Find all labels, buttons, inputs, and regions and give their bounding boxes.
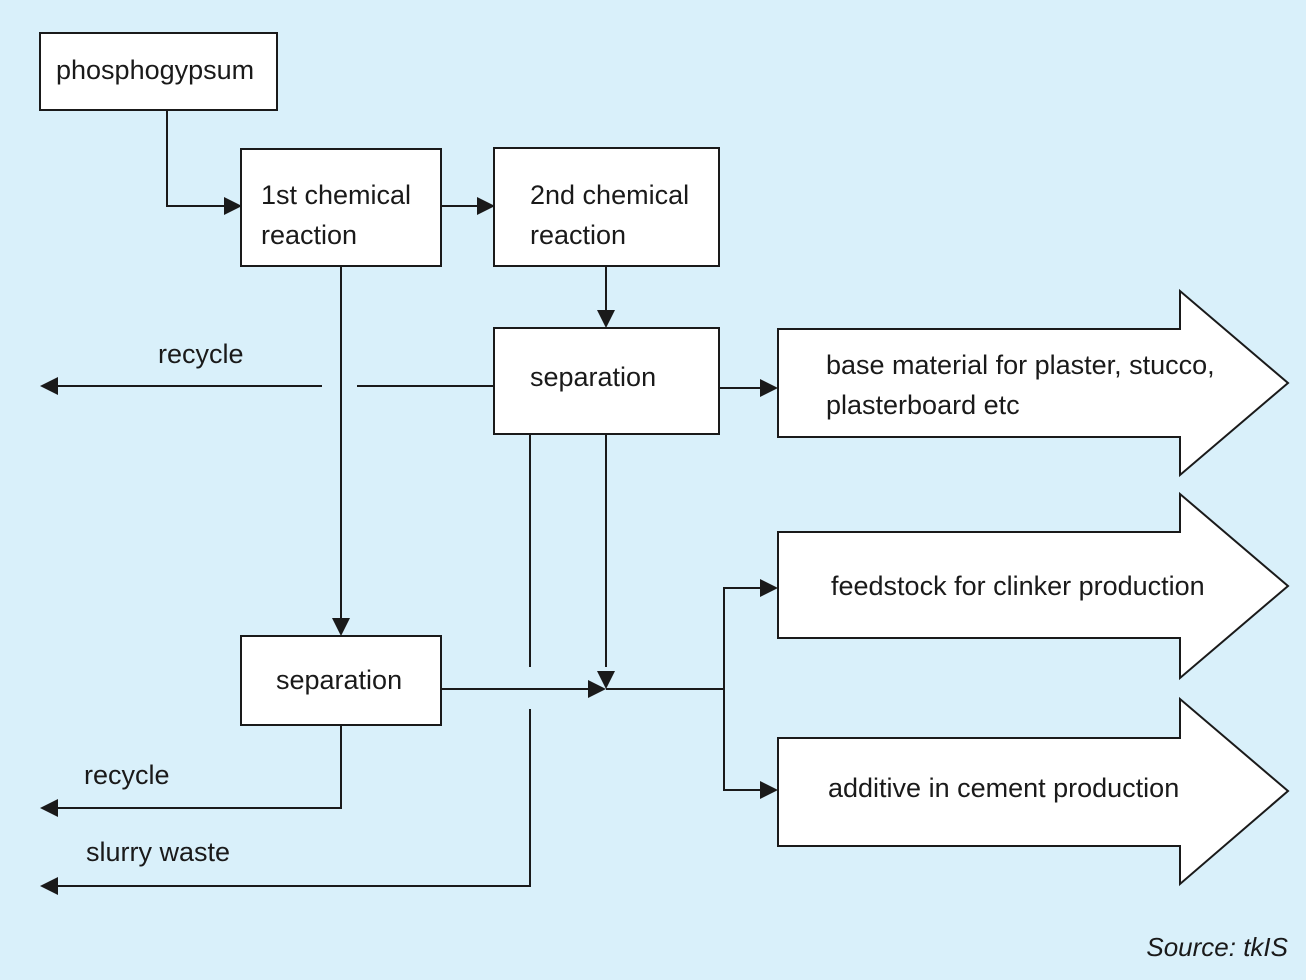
arrowhead-reaction2-in bbox=[477, 197, 495, 215]
connector-slurry-waste bbox=[55, 709, 531, 887]
label-recycle-upper: recycle bbox=[158, 339, 244, 369]
connector-recycle-lower bbox=[55, 725, 342, 809]
node-reaction1-line1: 1st chemical bbox=[261, 180, 411, 210]
arrowheads bbox=[40, 197, 778, 895]
output-feedstock-label: feedstock for clinker production bbox=[831, 571, 1205, 601]
connector-lines bbox=[55, 110, 768, 887]
output-base-material-line2: plasterboard etc bbox=[826, 390, 1020, 420]
label-slurry-waste: slurry waste bbox=[86, 837, 230, 867]
connector-split-outputs bbox=[723, 587, 768, 791]
output-additive-label: additive in cement production bbox=[828, 773, 1179, 803]
arrowhead-slurry-waste bbox=[40, 877, 58, 895]
label-recycle-lower: recycle bbox=[84, 760, 170, 790]
node-separation-lower-label: separation bbox=[276, 665, 402, 695]
arrowhead-separation-upper-in bbox=[597, 310, 615, 328]
node-separation-upper-label: separation bbox=[530, 362, 656, 392]
arrowhead-recycle-lower bbox=[40, 799, 58, 817]
connector-phosphogypsum-reaction1 bbox=[166, 110, 232, 207]
output-arrow-feedstock: feedstock for clinker production bbox=[777, 491, 1290, 681]
arrowhead-merge-right bbox=[588, 680, 606, 698]
output-arrow-additive: additive in cement production bbox=[777, 696, 1290, 887]
arrowhead-recycle-upper bbox=[40, 377, 58, 395]
source-credit: Source: tkIS bbox=[1146, 932, 1288, 962]
node-separation-lower: separation bbox=[240, 635, 442, 726]
node-reaction2-line2: reaction bbox=[530, 220, 626, 250]
arrowhead-base-material-in bbox=[760, 379, 778, 397]
node-phosphogypsum-label: phosphogypsum bbox=[56, 55, 254, 85]
node-reaction2-line1: 2nd chemical bbox=[530, 180, 689, 210]
node-reaction1: 1st chemical reaction bbox=[240, 148, 442, 267]
arrowhead-reaction1-in bbox=[224, 197, 242, 215]
arrowhead-feedstock-in bbox=[760, 579, 778, 597]
node-reaction2: 2nd chemical reaction bbox=[493, 147, 720, 267]
arrowhead-additive-in bbox=[760, 781, 778, 799]
node-reaction1-line2: reaction bbox=[261, 220, 357, 250]
arrowhead-merge-down bbox=[597, 671, 615, 689]
output-base-material-line1: base material for plaster, stucco, bbox=[826, 350, 1215, 380]
node-separation-upper: separation bbox=[493, 327, 720, 435]
node-phosphogypsum: phosphogypsum bbox=[39, 32, 278, 111]
output-arrow-base-material: base material for plaster, stucco, plast… bbox=[777, 288, 1290, 478]
arrowhead-separation-lower-in bbox=[332, 618, 350, 636]
